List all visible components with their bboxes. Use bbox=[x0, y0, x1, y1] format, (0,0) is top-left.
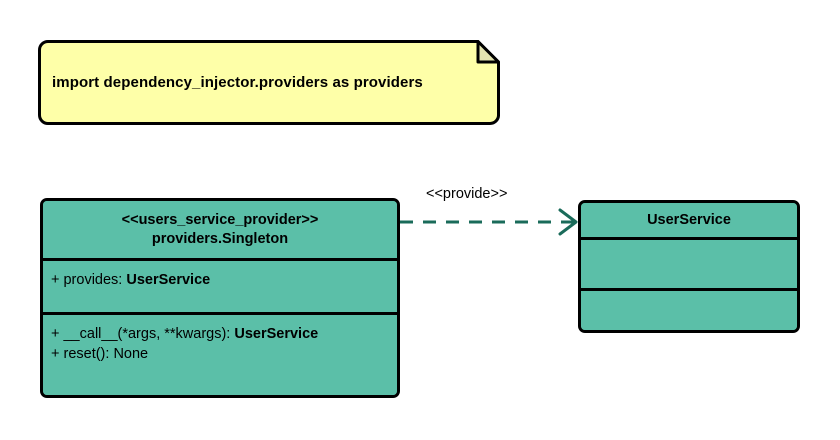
dashed-arrow-icon bbox=[400, 208, 578, 236]
uml-dependency-relationship[interactable]: <<provide>> bbox=[396, 186, 586, 238]
uml-class-users-service-provider[interactable]: <<users_service_provider>> providers.Sin… bbox=[40, 198, 400, 398]
class-operations-compartment bbox=[581, 288, 797, 330]
relationship-label: <<provide>> bbox=[426, 186, 508, 202]
class-operation-row: + __call__(*args, **kwargs): UserService bbox=[51, 324, 389, 344]
class-attributes-compartment bbox=[581, 237, 797, 288]
class-stereotype: <<users_service_provider>> bbox=[121, 211, 319, 228]
class-title-compartment: <<users_service_provider>> providers.Sin… bbox=[43, 201, 397, 258]
class-title-compartment: UserService bbox=[581, 203, 797, 237]
class-attribute-row: + provides: UserService bbox=[51, 270, 389, 290]
attribute-type: UserService bbox=[126, 272, 211, 288]
class-name: providers.Singleton bbox=[151, 230, 289, 247]
uml-class-user-service[interactable]: UserService bbox=[578, 200, 800, 333]
note-shape-icon bbox=[38, 40, 500, 125]
class-attributes-compartment: + provides: UserService bbox=[43, 258, 397, 312]
class-operations-compartment: + __call__(*args, **kwargs): UserService… bbox=[43, 312, 397, 395]
operation-type: UserService bbox=[234, 326, 319, 342]
class-operation-row: + reset(): None bbox=[51, 344, 389, 364]
note-text: import dependency_injector.providers as … bbox=[52, 74, 423, 91]
operation-label: + __call__(*args, **kwargs): bbox=[51, 326, 235, 342]
attribute-label: + provides: bbox=[51, 272, 127, 288]
operation-label: + reset(): None bbox=[51, 346, 149, 362]
class-name: UserService bbox=[647, 211, 731, 228]
uml-note[interactable]: import dependency_injector.providers as … bbox=[38, 40, 500, 125]
